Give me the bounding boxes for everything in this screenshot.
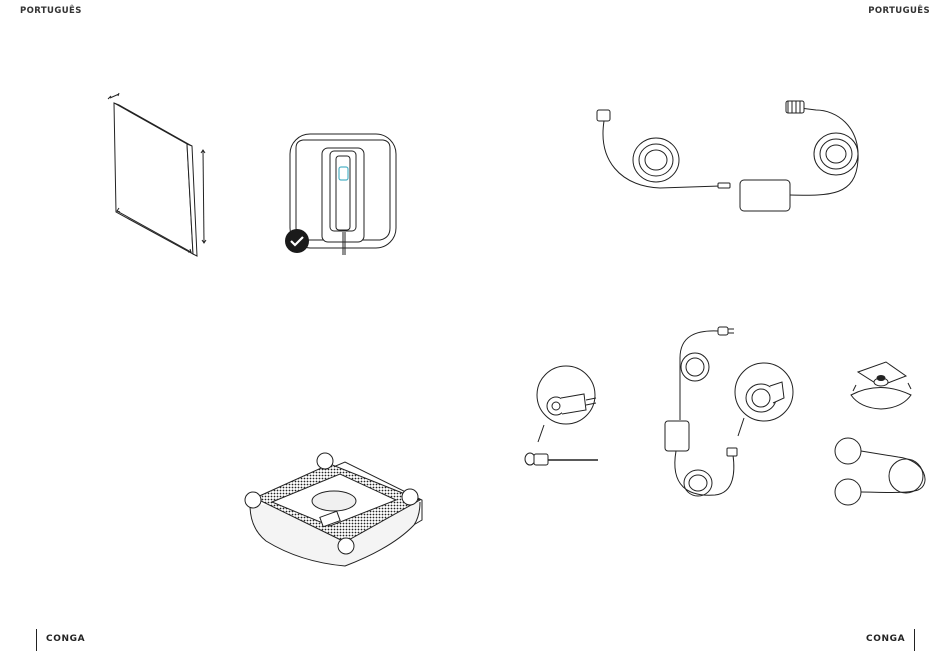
power-cable-illustration	[597, 101, 858, 211]
suction-base-illustration	[851, 362, 911, 409]
window-pane-illustration	[108, 93, 206, 256]
brand-logo-left-text: CONGA	[46, 634, 85, 644]
safety-rope-illustration	[835, 438, 925, 505]
robot-underside-illustration	[245, 453, 422, 566]
robot-top-view-illustration	[285, 134, 396, 255]
adapter-cables-illustration	[665, 327, 793, 496]
brand-logo-right-text: CONGA	[866, 634, 905, 644]
cable-connector-illustration	[525, 366, 598, 465]
brand-logo-right: CONGA	[866, 634, 905, 645]
footer-divider-right	[914, 629, 915, 651]
brand-logo-left: CONGA	[46, 634, 85, 645]
footer-divider-left	[36, 629, 37, 651]
